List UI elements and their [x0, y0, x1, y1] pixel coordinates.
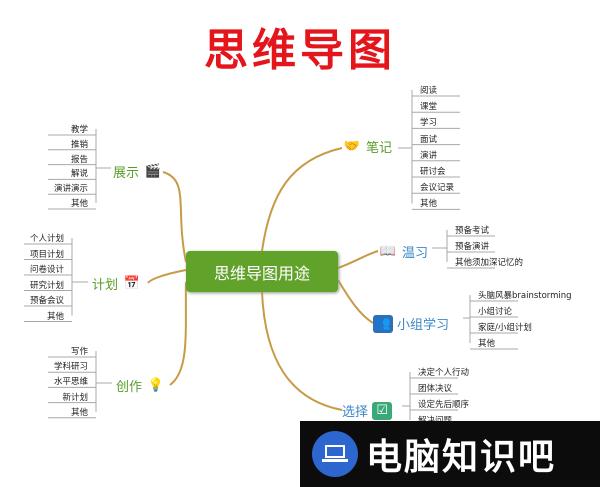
leaf-create[interactable]: 写作: [70, 347, 88, 357]
leaf-plan[interactable]: 预备会议: [29, 296, 64, 306]
leaf-show[interactable]: 解说: [70, 169, 88, 180]
leaf-choose[interactable]: 团体决议: [418, 384, 453, 394]
group-icon: 👥: [373, 314, 393, 333]
leaf-plan[interactable]: 个人计划: [29, 234, 64, 244]
branch-plan[interactable]: 计划 📅: [92, 274, 142, 293]
connector-show: [162, 171, 187, 263]
branch-choose[interactable]: 选择 ☑: [342, 401, 393, 420]
leaf-review[interactable]: 预备演讲: [455, 242, 490, 252]
leaf-show[interactable]: 其他: [70, 199, 88, 209]
leaf-notes[interactable]: 其他: [420, 199, 438, 210]
branch-label: 创作: [116, 380, 143, 395]
leaf-notes[interactable]: 学习: [420, 118, 438, 129]
calendar-icon: 📅: [123, 276, 141, 291]
leaf-group[interactable]: 其他: [478, 339, 496, 349]
branch-label: 小组学习: [397, 318, 450, 333]
leaf-spine-show: [95, 129, 111, 203]
leaf-choose[interactable]: 决定个人行动: [418, 368, 470, 378]
leaf-spine-group: [463, 295, 471, 343]
connector-notes: [261, 147, 343, 252]
leaf-plan[interactable]: 问卷设计: [29, 265, 64, 275]
leaf-notes[interactable]: 面试: [420, 134, 438, 145]
lightbulb-icon: 💡: [147, 378, 165, 393]
leaf-group[interactable]: 头脑风暴brainstorming: [478, 291, 572, 301]
handshake-icon: 🤝: [343, 139, 361, 154]
book-icon: 📖: [379, 244, 397, 259]
branch-group[interactable]: 👥 小组学习: [373, 314, 449, 333]
leaf-spine-plan: [71, 238, 88, 316]
leaf-plan[interactable]: 项目计划: [29, 249, 64, 260]
watermark-banner: 电脑知识吧: [300, 421, 600, 487]
branch-label: 温习: [402, 246, 429, 261]
leaf-notes[interactable]: 会议记录: [420, 183, 455, 194]
leaf-notes[interactable]: 研讨会: [420, 167, 446, 177]
watermark-text: 电脑知识吧: [366, 437, 557, 478]
leaf-review[interactable]: 其他须加深记忆的: [455, 258, 524, 268]
leaf-create[interactable]: 水平思维: [53, 377, 88, 388]
leaf-create[interactable]: 新计划: [62, 392, 88, 403]
leaf-create[interactable]: 学科研习: [53, 362, 88, 373]
leaf-notes[interactable]: 阅读: [420, 86, 438, 96]
leaf-create[interactable]: 其他: [70, 407, 88, 418]
leaf-choose[interactable]: 设定先后顺序: [418, 400, 470, 410]
leaf-spine-review: [432, 230, 448, 262]
branch-label: 计划: [92, 278, 119, 293]
connector-review: [337, 250, 379, 269]
connector-choose: [261, 291, 343, 411]
leaf-group[interactable]: 小组讨论: [478, 307, 513, 317]
leaf-spine-notes: [398, 90, 413, 204]
connector-group: [337, 279, 374, 324]
page-title: 思维导图: [204, 25, 396, 76]
leaf-notes[interactable]: 演讲: [420, 150, 438, 161]
leaf-show[interactable]: 推销: [70, 139, 88, 150]
laptop-icon: [312, 431, 358, 477]
checkbox-icon: ☑: [372, 401, 393, 420]
branch-notes[interactable]: 🤝 笔记: [342, 137, 392, 156]
clapperboard-icon: 🎬: [144, 164, 162, 179]
leaf-show[interactable]: 教学: [70, 125, 88, 135]
branch-show[interactable]: 展示 🎬: [113, 162, 163, 181]
leaf-group[interactable]: 家庭/小组计划: [478, 323, 532, 333]
leaf-plan[interactable]: 研究计划: [29, 280, 64, 291]
leaf-plan[interactable]: 其他: [46, 311, 64, 322]
branch-review[interactable]: 📖 温习: [378, 242, 428, 261]
leaf-spine-choose: [402, 372, 411, 420]
leaf-show[interactable]: 演讲演示: [53, 184, 88, 195]
connector-plan: [147, 269, 187, 284]
leaf-notes[interactable]: 课堂: [420, 102, 438, 113]
branch-label: 笔记: [366, 141, 393, 156]
branch-label: 选择: [342, 405, 369, 420]
leaf-show[interactable]: 报告: [70, 154, 88, 165]
leaf-review[interactable]: 预备考试: [455, 226, 490, 236]
connector-create: [169, 281, 187, 386]
branch-create[interactable]: 创作 💡: [116, 376, 166, 395]
leaf-spine-create: [95, 351, 112, 412]
center-node[interactable]: 思维导图用途: [186, 251, 338, 292]
branch-label: 展示: [113, 166, 140, 181]
